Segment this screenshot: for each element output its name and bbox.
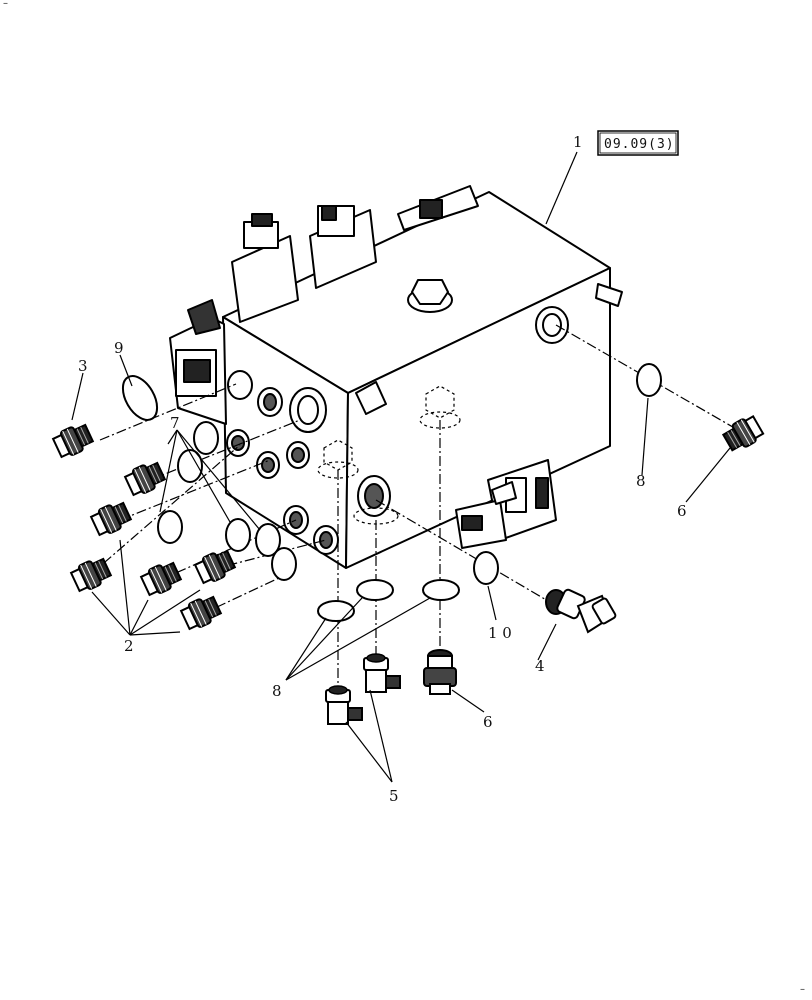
callout-6-bottom: 6 <box>483 713 493 731</box>
front-ports <box>226 370 339 555</box>
fitting-item-6a <box>720 412 766 455</box>
callout-5: 5 <box>389 787 399 805</box>
o-ring-10 <box>473 551 499 585</box>
callout-2: 2 <box>124 637 134 655</box>
corner-mark-bottom-right: – <box>800 984 805 995</box>
fitting-item-3 <box>50 420 96 461</box>
o-rings <box>121 363 662 622</box>
assembly-centerlines <box>89 324 739 690</box>
callout-8-right: 8 <box>636 472 646 490</box>
fitting-item-2a <box>122 458 168 499</box>
o-ring-8b <box>636 363 662 397</box>
reference-box: 09.09(3) <box>597 130 679 156</box>
fitting-item-5a <box>325 685 363 725</box>
port-plugs-phantom <box>317 385 461 525</box>
fitting-item-6b <box>423 649 457 695</box>
callout-8-bottom: 8 <box>272 682 282 700</box>
solenoid-left <box>169 299 227 425</box>
callout-4: 4 <box>535 657 545 675</box>
leader-lines <box>71 151 731 783</box>
section-modules <box>231 185 479 323</box>
callout-3: 3 <box>78 357 88 375</box>
callout-6-right: 6 <box>677 502 687 520</box>
callout-labels: 1 2 3 4 5 6 6 7 8 8 9 1 0 <box>78 133 687 805</box>
callout-1: 1 <box>573 133 583 151</box>
fitting-item-5b <box>363 653 401 693</box>
callout-10: 1 0 <box>488 624 512 642</box>
reference-box-text: 09.09(3) <box>604 137 675 152</box>
o-ring-8a <box>317 600 355 622</box>
fitting-item-4 <box>545 588 617 634</box>
corner-mark-top-left: – <box>3 0 8 9</box>
callout-7: 7 <box>170 414 180 432</box>
callout-9: 9 <box>114 339 124 357</box>
o-ring-7a <box>193 421 219 455</box>
o-ring-9 <box>121 375 159 421</box>
valve-block <box>169 185 623 569</box>
